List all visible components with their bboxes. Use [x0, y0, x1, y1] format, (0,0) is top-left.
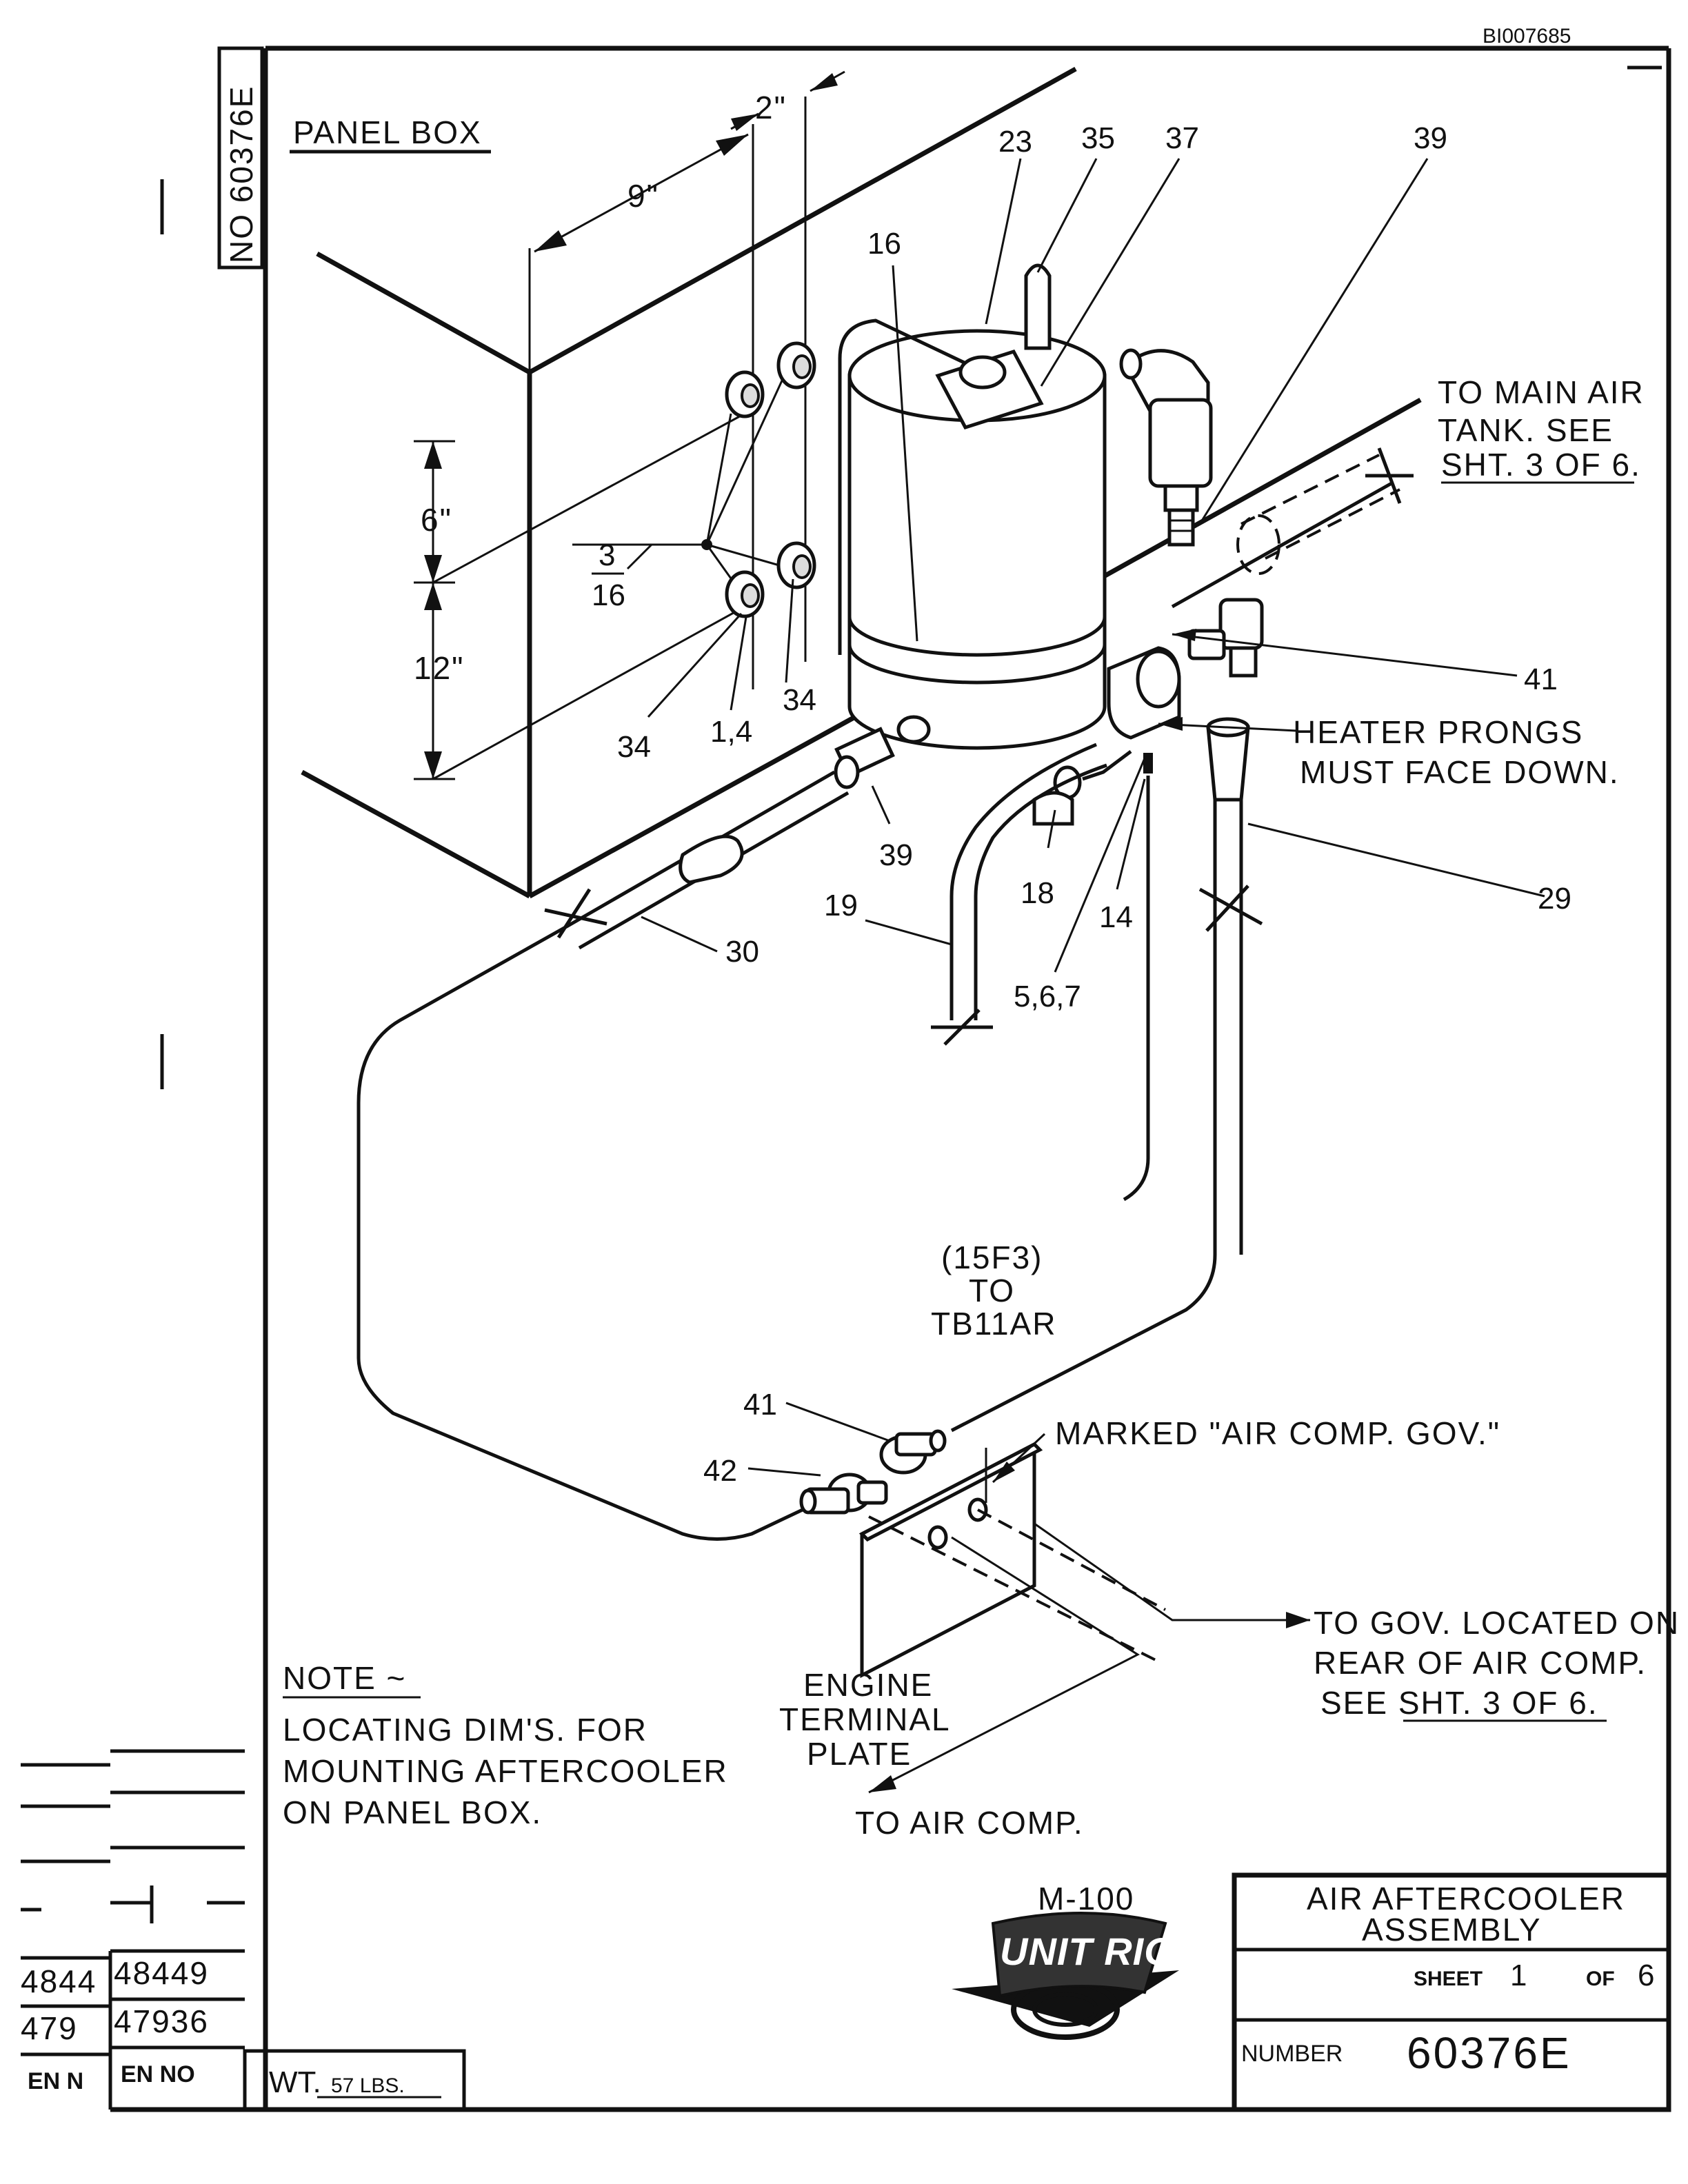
callout-19: 19: [824, 889, 858, 922]
note-gov-3: SEE SHT. 3 OF 6.: [1320, 1685, 1598, 1721]
unit-rig-logo: M-100 UNIT RIG: [952, 1881, 1179, 2040]
panel-box-label: PANEL BOX: [293, 114, 482, 150]
note-tb-1: (15F3): [941, 1240, 1043, 1275]
dim-3-16-num: 3: [599, 538, 615, 572]
note-plate-3: PLATE: [807, 1736, 912, 1772]
note-main-air-2: TANK. SEE: [1438, 412, 1614, 448]
dimension-lines: 9" 2" 6" 12" 3 16: [414, 70, 845, 780]
revision-en-b: EN NO: [121, 2061, 195, 2087]
callout-34-left: 34: [617, 730, 651, 764]
note-line-1: LOCATING DIM'S. FOR: [283, 1712, 647, 1748]
callout-14: 14: [1099, 900, 1133, 934]
callout-5-6-7: 5,6,7: [1014, 980, 1081, 1013]
note-tb-2: TO: [969, 1273, 1015, 1308]
weight-label: WT.: [269, 2065, 321, 2099]
callout-41-bottom: 41: [743, 1388, 777, 1422]
note-tb-3: TB11AR: [931, 1306, 1056, 1342]
callout-1-4: 1,4: [710, 715, 752, 749]
title-line-1: AIR AFTERCOOLER: [1307, 1881, 1625, 1917]
weight-value: 57 LBS.: [331, 2074, 405, 2097]
of-total: 6: [1638, 1959, 1654, 1992]
callout-37: 37: [1165, 121, 1199, 155]
aftercooler-tank: [834, 263, 1107, 789]
drawing-number: 60376E: [1407, 2028, 1571, 2078]
number-label: NUMBER: [1241, 2041, 1343, 2067]
revision-en-a: EN N: [28, 2068, 83, 2094]
logo-brand: UNIT RIG: [1000, 1930, 1175, 1973]
sheet-label: SHEET: [1414, 1968, 1483, 1990]
note-gov-2: REAR OF AIR COMP.: [1314, 1645, 1647, 1681]
safety-valve: [1119, 348, 1213, 547]
revision-row1-b: 48449: [114, 1955, 209, 1991]
note-marked: MARKED "AIR COMP. GOV.": [1055, 1415, 1500, 1451]
panel-box-outline: [301, 66, 1422, 899]
document-id: BI007685: [1483, 25, 1571, 48]
note-title: NOTE ~: [283, 1660, 406, 1696]
note-main-air-3: SHT. 3 OF 6.: [1441, 447, 1641, 483]
line-19: [931, 742, 1107, 1046]
weight-box: WT. 57 LBS.: [243, 2049, 466, 2112]
callouts: 23 35 37 39 16 41 34 34 1,4 39 19 18 14 …: [617, 121, 1571, 1488]
title-line-2: ASSEMBLY: [1362, 1912, 1542, 1948]
note-heater-1: HEATER PRONGS: [1293, 714, 1583, 750]
revision-block: 4844 48449 479 47936 EN N EN NO: [21, 1749, 245, 2110]
callout-30: 30: [725, 935, 759, 969]
engine-terminal-plate: [799, 1429, 1166, 1679]
drawing-number-box: NO 60376E: [217, 46, 264, 270]
note-plate-2: TERMINAL: [779, 1701, 951, 1737]
callout-35: 35: [1081, 121, 1115, 155]
callout-16: 16: [867, 227, 901, 261]
mounting-spacers: [725, 341, 816, 618]
note-plate-1: ENGINE: [803, 1667, 933, 1703]
callout-41-top: 41: [1524, 663, 1558, 696]
callout-39-top: 39: [1414, 121, 1447, 155]
main-air-tank-hose: [1236, 447, 1414, 575]
note-gov-1: TO GOV. LOCATED ON: [1314, 1605, 1680, 1641]
note-heater-2: MUST FACE DOWN.: [1300, 754, 1620, 790]
logo-model: M-100: [1038, 1881, 1134, 1917]
dim-12-in: 12": [414, 650, 465, 686]
callout-18: 18: [1021, 876, 1054, 910]
heater-fitting: [1053, 598, 1264, 1202]
callout-39-mid: 39: [879, 838, 913, 872]
callout-42: 42: [703, 1454, 737, 1488]
dim-2-in: 2": [755, 90, 787, 125]
dim-9-in: 9": [627, 178, 659, 214]
sheet-number: 1: [1510, 1959, 1527, 1992]
callout-34-right: 34: [783, 683, 816, 717]
revision-row1-a: 4844: [21, 1963, 97, 1999]
dim-6-in: 6": [421, 502, 452, 538]
callout-29: 29: [1538, 882, 1571, 916]
revision-row2-b: 47936: [114, 2003, 209, 2039]
callout-23: 23: [998, 125, 1032, 159]
title-block: AIR AFTERCOOLER ASSEMBLY SHEET 1 OF 6 NU…: [1232, 1872, 1671, 2112]
note-line-3: ON PANEL BOX.: [283, 1794, 542, 1830]
revision-row2-a: 479: [21, 2010, 78, 2046]
hose-30: [356, 770, 850, 1541]
note-to-air-comp: TO AIR COMP.: [855, 1805, 1084, 1841]
note-line-2: MOUNTING AFTERCOOLER: [283, 1753, 728, 1789]
leader-lines: [641, 158, 1545, 1794]
notes: TO MAIN AIR TANK. SEE SHT. 3 OF 6. HEATE…: [283, 374, 1680, 1841]
drawing-number-vertical: NO 60376E: [223, 85, 259, 263]
dim-3-16-den: 16: [592, 578, 625, 612]
note-main-air-1: TO MAIN AIR: [1438, 374, 1645, 410]
of-label: OF: [1586, 1968, 1615, 1990]
